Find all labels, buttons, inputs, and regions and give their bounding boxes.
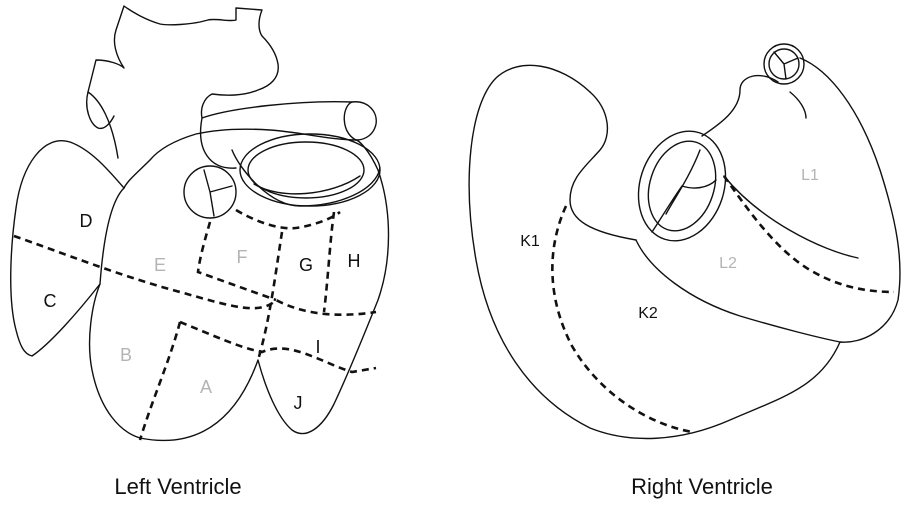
segment-label-k1: K1 (520, 233, 540, 250)
segment-label-e: E (154, 255, 166, 275)
segment-label-l2: L2 (719, 255, 737, 272)
segment-label-b: B (120, 345, 132, 365)
septal-wall (636, 240, 840, 342)
segment-label-g: G (299, 255, 313, 275)
upper-ridge (201, 118, 236, 168)
boundary-dash (724, 176, 894, 292)
segment-label-j: J (294, 393, 303, 413)
boundary-dash (552, 206, 692, 432)
septal-curve (100, 188, 124, 284)
boundary-dash (140, 322, 180, 440)
aortic-valve-leaflets (204, 170, 232, 216)
aortic-arch (88, 6, 376, 188)
left-heart-illustration (11, 6, 389, 440)
boundary-dash (324, 212, 334, 312)
caption-right-ventricle: Right Ventricle (582, 474, 822, 500)
vessel-branch (87, 92, 114, 128)
segment-label-h: H (348, 251, 361, 271)
boundary-dash (258, 232, 282, 360)
aorta-opening (344, 102, 356, 140)
segment-label-c: C (44, 291, 57, 311)
segment-label-d: D (80, 211, 93, 231)
mitral-valve-outer (240, 134, 380, 206)
boundary-dash (236, 210, 340, 228)
segment-label-k2: K2 (638, 305, 658, 322)
caption-left-ventricle: Left Ventricle (58, 474, 298, 500)
infundibulum-curve (570, 92, 636, 240)
inner-wall (724, 176, 858, 258)
segment-label-f: F (237, 247, 248, 267)
tricuspid-leaflets (652, 150, 716, 232)
boundary-dash (14, 236, 376, 315)
boundary-dash (180, 322, 376, 372)
pulmonary-trunk (702, 76, 778, 136)
segment-label-i: I (315, 337, 320, 357)
segment-label-l1: L1 (801, 167, 819, 184)
segment-label-a: A (200, 377, 212, 397)
pulmonary-edge (790, 92, 806, 118)
